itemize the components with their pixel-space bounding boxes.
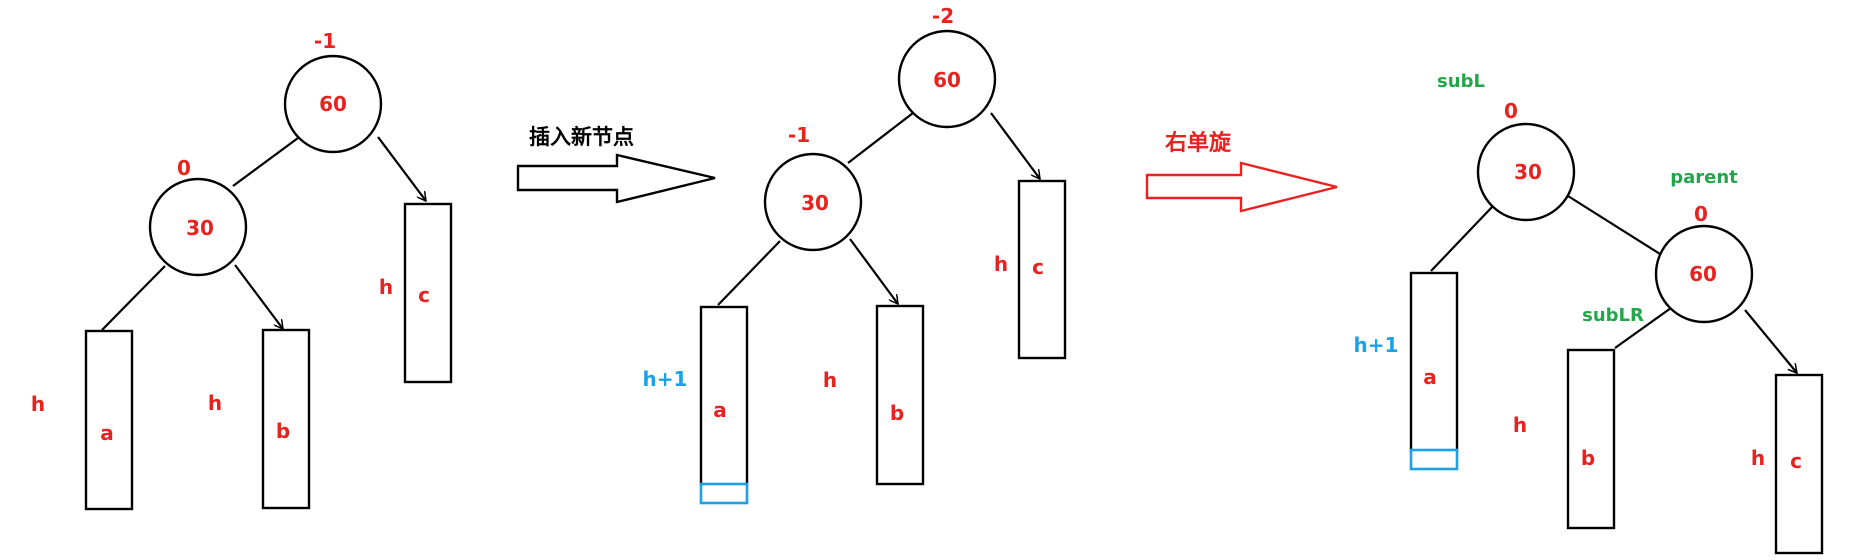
arrow-insert-label: 插入新节点 <box>529 125 634 149</box>
stage3-node-60-value: 60 <box>1689 262 1717 286</box>
stage2-edge-60-30 <box>847 112 914 164</box>
stage1-edge-60-c <box>377 136 426 201</box>
stage3-edge-60-b <box>1614 307 1672 349</box>
stage1-subtree-a-label: a <box>100 421 114 445</box>
stage3-subtree-a <box>1409 271 1459 453</box>
stage3-subtree-a-height: h+1 <box>1354 333 1399 357</box>
stage3-subtree-b-tag: subLR <box>1582 305 1644 326</box>
arrow-rotate-label: 右单旋 <box>1165 130 1232 156</box>
stage1-edge-30-a <box>101 265 166 331</box>
stage3-subtree-c-label: c <box>1790 449 1802 473</box>
stage1-node-30 <box>148 177 248 277</box>
stage2-edge-30-b <box>849 238 898 304</box>
stage3-edge-60-c <box>1744 309 1797 373</box>
stage3-node-60 <box>1654 224 1754 324</box>
stage2-new-node-slot <box>699 482 749 505</box>
stage2-subtree-c-height: h <box>994 252 1008 276</box>
stage1-subtree-c-label: c <box>418 283 430 307</box>
arrow-insert-shape <box>516 153 716 204</box>
stage3-node-30 <box>1476 122 1576 222</box>
stage1-tree: 60 -1 30 0 a h b h c h <box>31 29 453 511</box>
stage2-node-30 <box>763 152 863 252</box>
stage3-node-30-tag: subL <box>1437 71 1485 92</box>
stage1-node-30-value: 30 <box>186 216 214 240</box>
stage3-subtree-b-label: b <box>1581 446 1595 470</box>
stage3-subtree-b-height: h <box>1513 413 1527 437</box>
stage2-subtree-c <box>1017 179 1067 360</box>
stage3-subtree-c-height: h <box>1751 446 1765 470</box>
stage1-subtree-b-height: h <box>208 391 222 415</box>
stage3-node-60-balance: 0 <box>1694 202 1708 226</box>
stage1-subtree-b <box>261 328 311 510</box>
stage1-node-60-balance: -1 <box>314 29 336 53</box>
stage2-edge-30-a <box>717 240 781 306</box>
arrow-rotate-shape <box>1145 161 1338 213</box>
arrow-rotate: 右单旋 <box>1145 130 1338 213</box>
stage3-node-30-value: 30 <box>1514 160 1542 184</box>
stage2-subtree-a-height: h+1 <box>643 367 688 391</box>
stage3-subtree-b <box>1566 348 1616 530</box>
stage1-subtree-c-height: h <box>379 275 393 299</box>
stage2-subtree-b <box>875 304 925 486</box>
stage1-subtree-b-label: b <box>276 419 290 443</box>
stage1-edge-30-b <box>234 264 283 329</box>
stage3-edge-30-a <box>1430 205 1494 272</box>
stage3-new-node-slot <box>1409 448 1459 471</box>
stage3-subtree-a-label: a <box>1423 365 1437 389</box>
stage3-subtree-c <box>1774 373 1824 555</box>
stage2-node-60-value: 60 <box>933 68 961 92</box>
stage1-subtree-c <box>403 202 453 384</box>
stage2-subtree-a <box>699 305 749 487</box>
stage1-subtree-a-height: h <box>31 392 45 416</box>
stage2-subtree-c-label: c <box>1032 255 1044 279</box>
stage3-node-30-balance: 0 <box>1504 99 1518 123</box>
stage3-node-60-tag: parent <box>1670 167 1738 188</box>
stage1-edge-60-30 <box>232 137 299 187</box>
stage2-node-60 <box>897 29 997 129</box>
stage2-subtree-a-label: a <box>713 398 727 422</box>
stage2-tree: 60 -2 30 -1 a h+1 b h c h <box>643 4 1067 505</box>
stage3-edge-30-60 <box>1567 195 1661 255</box>
stage1-node-60 <box>283 54 383 154</box>
arrow-insert: 插入新节点 <box>516 125 716 204</box>
stage3-tree: 30 0 subL 60 0 parent a h+1 b h subLR c … <box>1354 71 1824 555</box>
stage2-node-30-balance: -1 <box>788 123 810 147</box>
stage2-subtree-b-height: h <box>823 368 837 392</box>
stage2-subtree-b-label: b <box>890 401 904 425</box>
stage2-node-30-value: 30 <box>801 191 829 215</box>
stage2-edge-60-c <box>990 112 1040 179</box>
stage1-node-30-balance: 0 <box>177 156 191 180</box>
stage1-subtree-a <box>84 329 134 511</box>
stage1-node-60-value: 60 <box>319 92 347 116</box>
stage2-node-60-balance: -2 <box>932 4 954 28</box>
